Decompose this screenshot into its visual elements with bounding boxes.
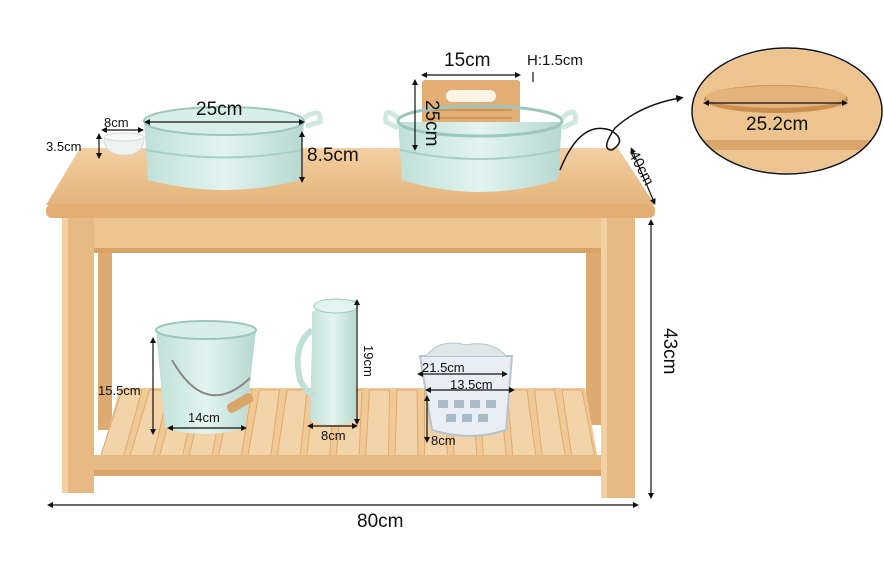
dimension-lines (47, 72, 848, 508)
small-bowl (103, 132, 145, 156)
bucket-diameter-label: 14cm (188, 410, 220, 425)
pitcher-height-label: 19cm (361, 345, 376, 377)
back-left-leg (98, 225, 112, 430)
back-right-leg (586, 225, 602, 425)
basket-length-label: 21.5cm (422, 360, 465, 375)
shelf-slat (394, 389, 419, 459)
pitcher-width-label: 8cm (321, 428, 346, 443)
handle-inset (691, 47, 883, 175)
bucket-height-label: 15.5cm (98, 383, 141, 398)
height-label: 43cm (659, 328, 680, 375)
washboard-width-label: 15cm (444, 50, 491, 71)
right-tub (383, 104, 578, 192)
washboard-thickness-label: H:1.5cm (527, 52, 583, 69)
bowl-height-label: 3.5cm (46, 139, 82, 154)
basket-height-label: 8cm (431, 433, 456, 448)
inset-connector (559, 94, 684, 171)
table-apron (94, 215, 601, 253)
pitcher (294, 298, 359, 425)
shelf-slat (364, 389, 391, 459)
tub-height-label: 8.5cm (307, 145, 359, 166)
width-label: 80cm (357, 511, 404, 532)
tub-diameter-label: 25cm (196, 99, 243, 120)
handle-width-label: 25.2cm (746, 114, 809, 135)
bucket (155, 320, 257, 434)
basket-width-label: 13.5cm (450, 377, 493, 392)
washboard-height-label: 25cm (421, 100, 442, 147)
bowl-diameter-label: 8cm (104, 115, 129, 130)
